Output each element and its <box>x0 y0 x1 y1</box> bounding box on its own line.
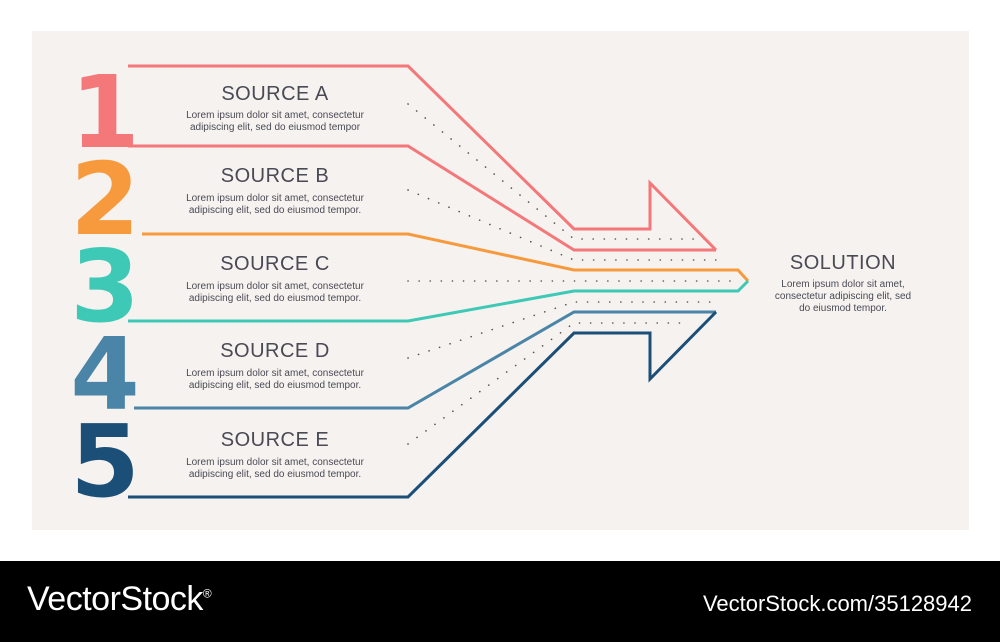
source-c-desc-line1: Lorem ipsum dolor sit amet, consectetur <box>186 281 365 292</box>
flow-line-a <box>128 64 718 252</box>
step-number-4: 4 <box>70 316 140 433</box>
dotted-guide-d <box>407 301 721 359</box>
flow-line-e <box>134 310 716 410</box>
step-number-3: 3 <box>70 228 140 345</box>
source-a-desc-line2: adipiscing elit, sed do eiusmod tempor <box>190 122 361 133</box>
source-e-desc-line2: adipiscing elit, sed do eiusmod tempor. <box>189 469 361 480</box>
brand-name: VectorStock <box>27 580 203 618</box>
flow-line-d <box>128 279 750 323</box>
source-d-desc-line2: adipiscing elit, sed do eiusmod tempor. <box>189 380 361 391</box>
dotted-guide-a <box>407 103 711 240</box>
source-c-desc-line2: adipiscing elit, sed do eiusmod tempor. <box>189 293 361 304</box>
step-number-1: 1 <box>70 54 140 171</box>
source-e-title: SOURCE E <box>221 429 329 451</box>
flow-line-b <box>128 144 716 252</box>
flow-line-c <box>142 232 750 283</box>
brand-logo: VectorStock® <box>27 580 212 619</box>
flow-line-f <box>128 310 718 499</box>
step-number-2: 2 <box>70 141 140 258</box>
solution-desc-line3: do eiusmod tempor. <box>799 303 887 314</box>
source-b-desc-line1: Lorem ipsum dolor sit amet, consectetur <box>186 193 365 204</box>
source-e-desc-line1: Lorem ipsum dolor sit amet, consectetur <box>186 457 365 468</box>
source-a-title: SOURCE A <box>221 83 329 105</box>
source-c-title: SOURCE C <box>220 253 330 275</box>
source-d-desc-line1: Lorem ipsum dolor sit amet, consectetur <box>186 368 365 379</box>
image-credit: VectorStock.com/35128942 <box>702 591 972 616</box>
source-b-title: SOURCE B <box>221 165 329 187</box>
watermark-footer: VectorStock® VectorStock.com/35128942 <box>0 561 1000 642</box>
registered-mark: ® <box>202 586 212 601</box>
solution-desc-line2: consectetur adipiscing elit, sed <box>775 291 911 302</box>
solution-title: SOLUTION <box>790 252 896 274</box>
source-b-desc-line2: adipiscing elit, sed do eiusmod tempor. <box>189 205 361 216</box>
source-d-title: SOURCE D <box>220 340 330 362</box>
infographic-panel <box>32 31 969 530</box>
step-number-5: 5 <box>70 403 140 520</box>
solution-desc-line1: Lorem ipsum dolor sit amet, <box>781 279 904 290</box>
source-a-desc-line1: Lorem ipsum dolor sit amet, consectetur <box>186 110 365 121</box>
dotted-guide-b <box>407 189 721 261</box>
